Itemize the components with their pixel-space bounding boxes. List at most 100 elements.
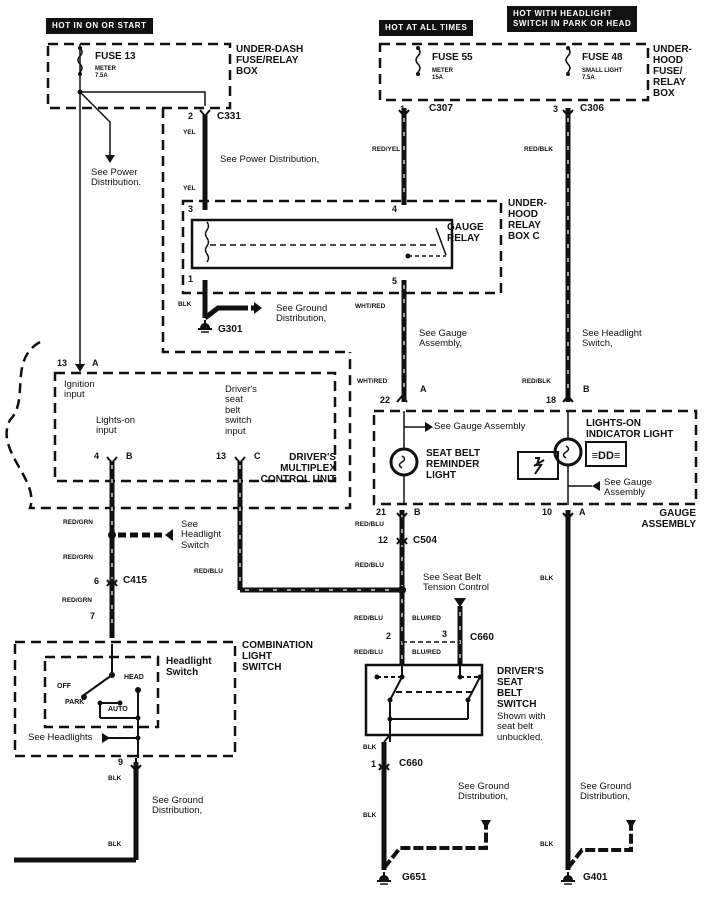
wire-blk-sbs: BLK (363, 744, 377, 751)
headlight-indicator-icon (585, 441, 627, 467)
lights-on-ind-line1: LIGHTS-ON (586, 418, 641, 429)
fuse-55-circuit-text: METER (432, 68, 453, 74)
sbs-title-1: DRIVER'S (497, 666, 544, 677)
see-gauge2-line1: See Gauge (604, 477, 653, 488)
see-seatbelt-line2: Tension Control (423, 582, 490, 594)
fuse-48-circuit-text: SMALL LIGHT (582, 68, 623, 74)
see-power-line2: Distribution. (91, 177, 142, 189)
gauge-pin-21-letter: B (414, 507, 421, 517)
relay-pin-4: 4 (392, 204, 398, 214)
ignition-line2: input (64, 389, 85, 401)
see-ground-g401-line2: Distribution, (580, 791, 631, 803)
see-gauge-line1: See Gauge (419, 328, 468, 339)
multiplex-unit-box (53, 371, 337, 483)
fuse-55-rating: 15A (432, 74, 444, 81)
see-gauge-line2: Assembly, (419, 338, 463, 350)
relay-box-title-4: BOX C (508, 231, 540, 242)
sbs-title-4: SWITCH (497, 699, 537, 710)
uh-title-3: FUSE/ (653, 66, 683, 77)
gauge-relay (190, 218, 454, 270)
sbs-note-2: seat belt (497, 721, 533, 733)
see-ground-g301-line1: See Ground (276, 303, 328, 314)
fuse-13-rating: 7.5A (95, 72, 108, 79)
relay-pin-3: 3 (188, 204, 194, 214)
wire-red-blu-mux: RED/BLU (194, 568, 223, 575)
seatbelt-input-line4: switch (225, 415, 252, 427)
wire-red-blu-2: RED/BLU (355, 562, 384, 569)
headlight-switch-box (43, 655, 160, 729)
wire-blk-combo-2: BLK (108, 841, 122, 848)
fuse-13-circuit-text: METER (95, 66, 116, 72)
see-headlights-note: See Headlights (28, 732, 93, 743)
see-ground-g301-line2: Distribution, (276, 313, 327, 325)
gauge-pin-18: 18 (546, 395, 557, 405)
gauge-pin-10-letter: A (579, 507, 586, 517)
under-dash-title-3: BOX (236, 66, 258, 77)
gauge-title-1: GAUGE (659, 508, 696, 519)
multiplex-unit-title: DRIVER'S MULTIPLEX CONTROL UNIT (254, 452, 336, 485)
fuse-55-label: FUSE 55 (432, 52, 473, 63)
fuse-55-circuit: METER 15A (432, 68, 453, 81)
gauge-title-2: ASSEMBLY (641, 519, 696, 530)
mux-pin-b-num: 4 (94, 451, 100, 461)
switch-pos-park: PARK (65, 699, 85, 706)
combo-title-3: SWITCH (242, 662, 282, 673)
c660-pin-3: 3 (442, 629, 448, 639)
multiplex-outer (5, 340, 352, 510)
sbs-note-3: unbuckled. (497, 731, 543, 743)
wire-red-grn-2: RED/GRN (63, 554, 93, 561)
see-ground-distribution-left: See Ground Distribution, (152, 795, 203, 817)
see-headlight-switch-note-2: See Headlight Switch (181, 519, 221, 551)
relay-pin-1: 1 (188, 274, 194, 284)
wire-blu-red-1: BLU/RED (412, 615, 441, 622)
seatbelt-input-line5: input (225, 425, 246, 437)
combination-switch-box (13, 640, 237, 758)
gauge-relay-label: GAUGE RELAY (447, 222, 484, 244)
uh-title-2: HOOD (653, 55, 683, 66)
hl-switch-line2: Switch (166, 667, 199, 678)
see-gauge-assembly-inner-2: See Gauge Assembly (604, 477, 653, 499)
wire-yel-2: YEL (183, 185, 196, 192)
lights-on-indicator-label: LIGHTS-ON INDICATOR LIGHT (586, 418, 673, 440)
gauge-relay-line2: RELAY (447, 233, 480, 244)
see-ground-distribution-g651: See Ground Distribution, (458, 781, 509, 803)
see-power-distribution-note: See Power Distribution. (91, 167, 142, 189)
c331-pin: 2 (188, 111, 194, 121)
gauge-assembly-title: GAUGE ASSEMBLY (630, 508, 696, 530)
ignition-line1: Ignition (64, 379, 95, 390)
lights-on-line1: Lights-on (96, 415, 136, 426)
fuse-13-circuit: METER 7.5A (95, 66, 116, 79)
wire-red-blu-4: RED/BLU (354, 649, 383, 656)
mux-title-3: CONTROL UNIT (260, 474, 336, 485)
wire-red-blk-2: RED/BLK (522, 378, 551, 385)
see-headlight-line1: See Headlight (582, 328, 642, 339)
relay-box-title-3: RELAY (508, 220, 541, 231)
switch-pos-head: HEAD (124, 674, 144, 681)
wire-red-grn-1: RED/GRN (63, 519, 93, 526)
under-dash-title-1: UNDER-DASH (236, 44, 304, 55)
see-ground-left-line2: Distribution, (152, 805, 203, 817)
c306-label: C306 (580, 103, 604, 114)
c415-label: C415 (123, 575, 147, 586)
see-ground-distribution-g301: See Ground Distribution, (276, 303, 328, 325)
see-seat-belt-tension-note: See Seat Belt Tension Control (423, 572, 490, 594)
mux-pin-c-letter: C (254, 451, 261, 461)
ground-g401-label: G401 (583, 872, 608, 883)
seat-belt-reminder-light-label: SEAT BELT REMINDER LIGHT (426, 448, 480, 481)
wire-blk-g401: BLK (540, 841, 554, 848)
relay-box-title-2: HOOD (508, 209, 538, 220)
mux-pin-b-letter: B (126, 451, 133, 461)
sb-light-line1: SEAT BELT (426, 448, 481, 459)
hl-switch-line1: Headlight (166, 656, 212, 667)
fuse-48-label: FUSE 48 (582, 52, 623, 63)
see-ground-distribution-g401: See Ground Distribution, (580, 781, 631, 803)
sb-light-line2: REMINDER (426, 459, 480, 470)
uh-title-1: UNDER- (653, 44, 692, 55)
c331-label: C331 (217, 111, 241, 122)
under-hood-fuse-box (378, 42, 650, 102)
gauge-assembly-box (372, 409, 698, 506)
under-hood-relay-box (181, 199, 503, 295)
wire-red-yel: RED/YEL (372, 146, 401, 153)
c415-pin-7: 7 (90, 611, 96, 621)
combo-title-2: LIGHT (242, 651, 272, 662)
